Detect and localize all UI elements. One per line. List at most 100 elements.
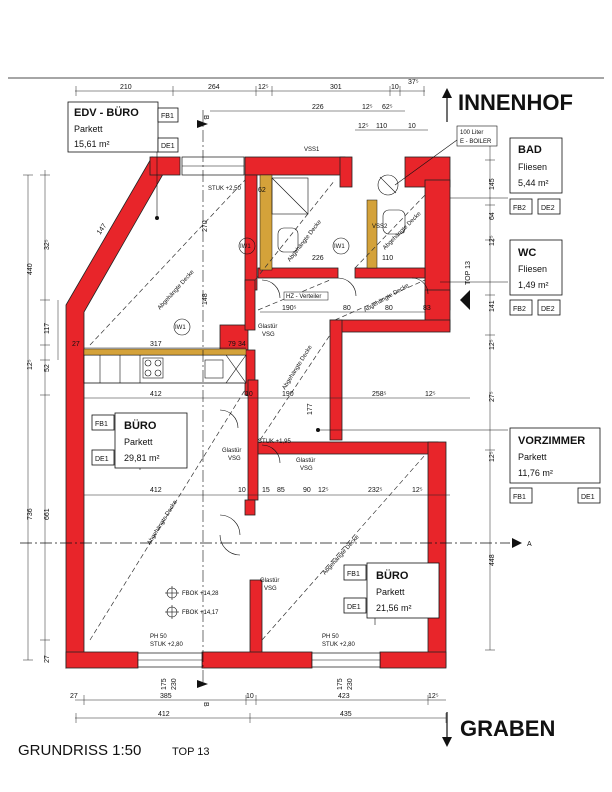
label-fbok-2: FBOK +14,17 bbox=[182, 610, 219, 616]
dim-right-1: 145 bbox=[489, 178, 496, 190]
label-decke-5: Abgehängte Decke bbox=[282, 344, 314, 391]
dim-top3-1: 12⁵ bbox=[358, 123, 369, 130]
dim-left-5: 52 bbox=[44, 364, 51, 372]
room-buero2-floor: Parkett bbox=[376, 587, 405, 597]
label-stuk-2: STUK +2,80 bbox=[322, 642, 356, 648]
dim-inner-412: 412 bbox=[150, 391, 162, 398]
room-edv-buero: EDV - BÜRO Parkett 15,61 m² FB1 DE1 bbox=[67, 101, 179, 153]
label-iw1-a: IW1 bbox=[240, 244, 251, 250]
dim-bottom-125: 12⁵ bbox=[428, 693, 439, 700]
dim-inner-317: 317 bbox=[150, 341, 162, 348]
dim-top3-2: 110 bbox=[376, 123, 387, 130]
dim-right-6: 27⁵ bbox=[489, 391, 496, 402]
label-ph50-2: PH 50 bbox=[322, 634, 339, 640]
label-vsg-3: VSG bbox=[300, 466, 313, 472]
dim-inner-27: 27 bbox=[72, 341, 80, 348]
dim-bottom-423: 423 bbox=[338, 693, 350, 700]
label-top13-vertical: TOP 13 bbox=[465, 261, 472, 285]
dim-inner-85: 85 bbox=[277, 487, 285, 494]
arrow-down-icon bbox=[442, 712, 452, 747]
dim-left-7: 736 bbox=[27, 508, 34, 520]
dim-window-3: 175 bbox=[337, 678, 344, 690]
dim-window-2: 230 bbox=[171, 678, 178, 690]
dim-right-3: 12⁵ bbox=[489, 235, 496, 246]
dim-inner-90: 90 bbox=[303, 487, 311, 494]
dim-inner-226: 226 bbox=[312, 255, 324, 262]
room-wc-name: WC bbox=[518, 247, 536, 259]
dim-top-4: 301 bbox=[330, 84, 342, 91]
doors bbox=[219, 277, 429, 556]
dim-misc-34: 34 bbox=[238, 341, 246, 348]
dim-left-6: 661 bbox=[44, 508, 51, 520]
room-bad-area: 5,44 m² bbox=[518, 178, 549, 188]
dim-inner-15: 15 bbox=[262, 487, 270, 494]
dim-inner-10: 10 bbox=[245, 391, 253, 398]
dim-left-1: 440 bbox=[27, 263, 34, 275]
dim-inner-80b: 80 bbox=[385, 305, 393, 312]
label-stuk-1: STUK +2,80 bbox=[150, 642, 184, 648]
room-buero2-area: 21,56 m² bbox=[376, 603, 412, 613]
room-buero2-tag2: DE1 bbox=[347, 604, 361, 611]
room-bad: BAD Fliesen 5,44 m² FB2 DE2 bbox=[509, 137, 563, 215]
dim-inner-125c: 12⁵ bbox=[412, 487, 423, 494]
dim-top-3: 12⁵ bbox=[258, 84, 269, 91]
dim-top2-2: 12⁵ bbox=[362, 104, 373, 111]
dim-top-1: 210 bbox=[120, 84, 132, 91]
label-stuk-195: STUK +1,95 bbox=[258, 439, 292, 445]
label-vsg-1: VSG bbox=[262, 332, 275, 338]
dim-inner-83: 83 bbox=[423, 305, 431, 312]
dim-top-2: 264 bbox=[208, 84, 220, 91]
dim-inner-125: 12⁵ bbox=[425, 391, 436, 398]
room-bad-name: BAD bbox=[518, 144, 542, 156]
room-edv-tag2: DE1 bbox=[161, 143, 175, 150]
section-line-a: A bbox=[20, 538, 532, 548]
dim-right-8: 448 bbox=[489, 554, 496, 566]
dim-bottom-27: 27 bbox=[70, 693, 78, 700]
dim-bottom-412: 412 bbox=[158, 711, 170, 718]
bath-fixtures bbox=[259, 174, 406, 271]
dim-inner-1905: 190⁵ bbox=[282, 305, 297, 312]
room-buero1-tag2: DE1 bbox=[95, 456, 109, 463]
dim-bottom-10: 10 bbox=[246, 693, 254, 700]
plan-unit: TOP 13 bbox=[172, 746, 210, 758]
room-vorzimmer-area: 11,76 m² bbox=[518, 468, 553, 478]
orientation-bottom: GRABEN bbox=[460, 716, 555, 741]
dim-top-6: 37⁵ bbox=[408, 79, 419, 86]
room-wc-area: 1,49 m² bbox=[518, 280, 549, 290]
room-vorzimmer-floor: Parkett bbox=[518, 452, 547, 462]
left-dimensions: 440 117 32⁵ 12⁵ 52 661 736 27 bbox=[23, 170, 59, 663]
dim-left-4: 12⁵ bbox=[27, 359, 34, 370]
label-glastuer-1: Glastür bbox=[258, 324, 277, 330]
dim-misc-270: 270 bbox=[202, 220, 209, 232]
top-dimensions: 210 264 12⁵ 301 10 37⁵ 226 12⁵ 62⁵ 12⁵ 1… bbox=[75, 79, 428, 131]
label-vss1: VSS1 bbox=[304, 147, 320, 153]
bottom-dimensions: 27 385 10 423 12⁵ 412 435 175 230 175 23… bbox=[70, 678, 447, 723]
room-wc-tag1: FB2 bbox=[513, 306, 526, 313]
room-buero1-area: 29,81 m² bbox=[124, 453, 160, 463]
dim-misc-147: 147 bbox=[96, 222, 108, 236]
dim-inner-125b: 12⁵ bbox=[318, 487, 329, 494]
dim-left-3: 32⁵ bbox=[44, 239, 51, 250]
room-buero-2: BÜRO Parkett 21,56 m² FB1 DE1 bbox=[343, 562, 440, 619]
dim-top2-1: 226 bbox=[312, 104, 324, 111]
dim-right-5: 12⁵ bbox=[489, 339, 496, 350]
room-buero2-tag1: FB1 bbox=[347, 571, 360, 578]
label-glastuer-4: Glastür bbox=[260, 578, 279, 584]
dim-top3-3: 10 bbox=[408, 123, 416, 130]
room-vorzimmer-tag2: DE1 bbox=[581, 494, 595, 501]
room-vorzimmer: VORZIMMER Parkett 11,76 m² FB1 DE1 bbox=[509, 427, 601, 504]
dim-inner-258: 258⁵ bbox=[372, 391, 387, 398]
room-bad-tag1: FB2 bbox=[513, 205, 526, 212]
label-decke-3: Abgehängte Decke bbox=[382, 211, 423, 252]
dim-right-4: 141 bbox=[489, 300, 496, 312]
room-buero-1: BÜRO Parkett 29,81 m² FB1 DE1 bbox=[91, 412, 188, 469]
plan-title: GRUNDRISS 1:50 bbox=[18, 742, 141, 759]
dim-inner-177: 177 bbox=[307, 403, 314, 415]
section-b-top: B bbox=[202, 115, 209, 120]
dim-inner-110: 110 bbox=[382, 255, 393, 262]
label-decke-1: Abgehängte Decke bbox=[157, 269, 196, 311]
label-boiler-1: 100 Liter bbox=[460, 130, 483, 136]
label-iw1-b: IW1 bbox=[334, 244, 345, 250]
room-buero1-name: BÜRO bbox=[124, 419, 157, 432]
